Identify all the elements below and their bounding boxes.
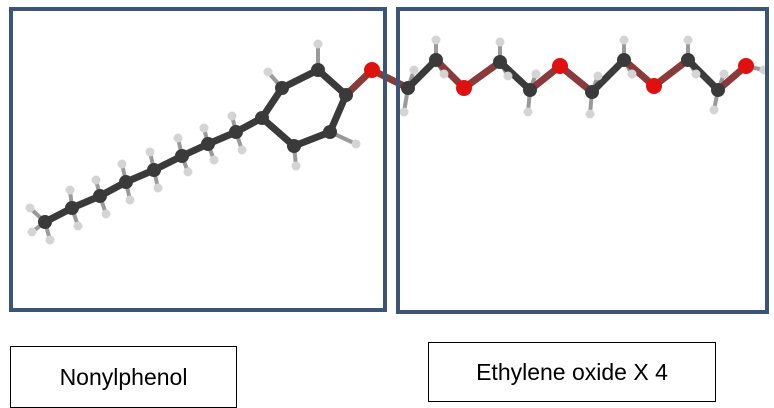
hydrogen-atom [73,221,83,231]
backbone-bond [258,114,298,150]
hydrogen-atom [523,107,533,117]
oxygen-atom [364,62,380,78]
carbon-atom [93,189,107,203]
carbon-atom [311,63,325,77]
hydrogen-atom [313,39,323,49]
hydrogen-atom [125,195,135,205]
hydrogen-atom [91,175,101,185]
hydrogen-atom [439,69,449,79]
hydrogen-atom [409,65,419,75]
carbon-atom [493,55,507,69]
hydrogen-atom [101,209,111,219]
carbon-atom [119,175,133,189]
hydrogen-atom [503,71,513,81]
carbon-atom [401,81,415,95]
hydrogen-atom [351,139,361,149]
hydrogen-atom [495,37,505,47]
carbon-atom [201,137,215,151]
hydrogen-atom [691,69,701,79]
hydrogen-atom [431,35,441,45]
backbone-bond [684,56,722,94]
carbon-atom [681,53,695,67]
hydrogen-atom [627,69,637,79]
carbon-atom [339,88,353,102]
carbon-atom [38,215,52,229]
hydrogen-atom [399,107,409,117]
carbon-atom [429,53,443,67]
hydrogen-atom [593,71,603,81]
hydrogen-atom [291,161,301,171]
nonylphenol-frame [9,7,387,312]
carbon-atom [523,83,537,97]
hydrogen-atom [173,133,183,143]
hydrogen-atom [199,123,209,133]
hydrogen-atom [183,167,193,177]
nonylphenol-label: Nonylphenol [10,346,237,408]
hydrogen-atom [27,227,37,237]
carbon-atom [175,149,189,163]
hydrogen-atom [263,67,273,77]
carbon-atom [255,111,269,125]
molecule-atoms [25,35,769,245]
hydrogen-atom [683,35,693,45]
hydrogen-atom [209,155,219,165]
carbon-atom [147,163,161,177]
hydrogen-atom [227,111,237,121]
hydrogen-atom [531,69,541,79]
carbon-atom [275,81,289,95]
hydrogen-atom [25,203,35,213]
hydrogen-atom [65,185,75,195]
ethylene-oxide-frame [396,7,769,314]
hydrogen-atom [719,69,729,79]
oxygen-atom [646,78,662,94]
hydrogen-atom [237,145,247,155]
oxygen-atom [552,58,568,74]
hydrogen-atom [145,147,155,157]
hydrogen-atom [153,183,163,193]
oxygen-atom [738,58,754,74]
carbon-atom [323,125,337,139]
hydrogen-atom [619,35,629,45]
oxygen-atom [456,80,472,96]
hydrogen-atom [585,109,595,119]
carbon-atom [585,85,599,99]
carbon-atom [229,125,243,139]
carbon-atom [65,201,79,215]
carbon-atom [711,83,725,97]
ethylene-oxide-label: Ethylene oxide X 4 [428,342,716,402]
hydrogen-atom [709,105,719,115]
carbon-atom [287,139,301,153]
hydrogen-atom [45,235,55,245]
carbon-atom [617,53,631,67]
backbone-bond [588,56,628,96]
hydrogen-atom [117,159,127,169]
